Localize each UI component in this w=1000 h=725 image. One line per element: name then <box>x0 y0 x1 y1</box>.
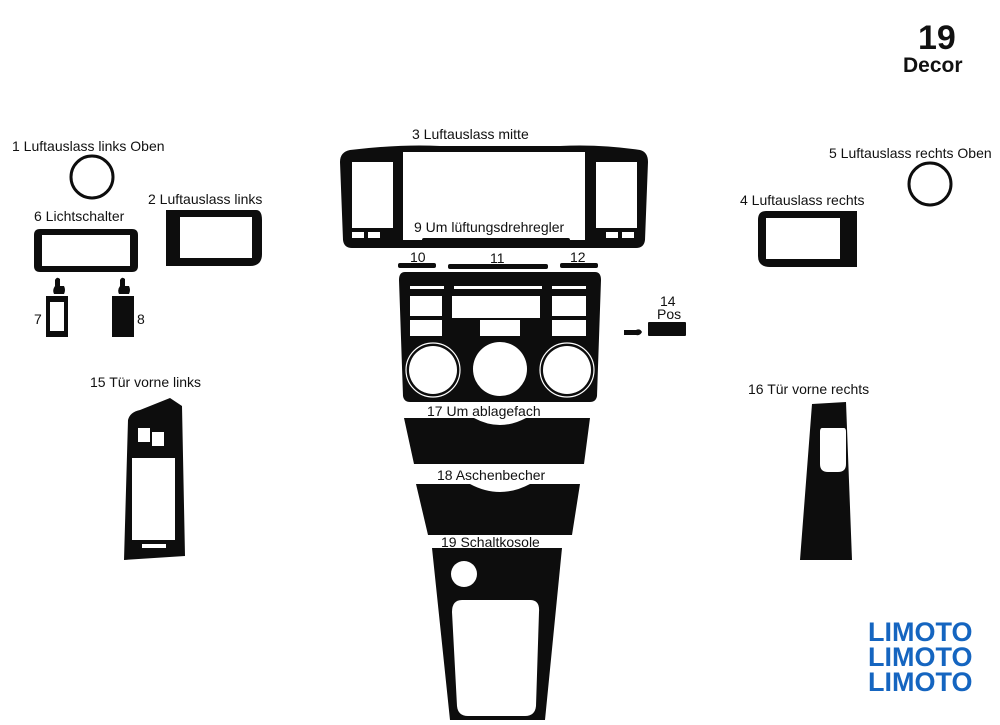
brand-line-2: LIMOTO <box>868 642 973 672</box>
piece-11-strip <box>448 264 548 269</box>
piece-2-vent-left-slat-1 <box>170 222 176 230</box>
piece-8-hand-icon <box>118 277 130 294</box>
piece-17-storage-surround <box>404 418 590 464</box>
label-part-16: 16 Tür vorne rechts <box>748 381 870 397</box>
piece-18-ashtray <box>416 484 580 535</box>
piece-4-vent-right-slat-3 <box>844 246 850 254</box>
label-part-11: 11 <box>490 250 505 266</box>
label-part-14-pos: Pos <box>657 306 682 322</box>
piece-15-door-front-left-handle <box>142 544 166 548</box>
piece-6-light-switch-frame <box>34 229 138 272</box>
piece-19-gear-console-button <box>451 561 477 587</box>
piece-13-top-line-right <box>552 286 586 289</box>
label-part-19: 19 Schaltkosole <box>441 534 540 550</box>
kit-label: Decor <box>903 54 963 77</box>
label-part-5: 5 Luftauslass rechts Oben <box>829 145 992 161</box>
piece-2-vent-left-slat-2 <box>170 234 176 242</box>
piece-3-vent-center-slot-left-2 <box>368 232 380 238</box>
label-part-15: 15 Tür vorne links <box>90 374 202 390</box>
piece-13-top-line-mid <box>454 286 542 289</box>
piece-13-knob-right <box>543 346 591 394</box>
piece-4-vent-right-slat-1 <box>844 222 850 230</box>
label-part-17: 17 Um ablagefach <box>427 403 541 419</box>
piece-13-knob-right-ring <box>539 342 595 398</box>
piece-7-hand-icon <box>53 277 65 294</box>
piece-5-vent-right-top-ring <box>907 161 953 207</box>
piece-2-vent-left-slat-3 <box>170 246 176 254</box>
piece-4-vent-right-frame <box>758 211 857 267</box>
label-part-4: 4 Luftauslass rechts <box>740 192 865 208</box>
piece-13-top-line-left <box>410 286 444 289</box>
piece-10-strip <box>398 263 436 268</box>
label-part-2: 2 Luftauslass links <box>148 191 263 207</box>
label-part-1: 1 Luftauslass links Oben <box>12 138 165 154</box>
piece-7-switch <box>46 296 68 337</box>
label-part-8: 8 <box>137 311 145 327</box>
piece-14-hand-icon <box>624 329 642 336</box>
piece-4-vent-right-slat-2 <box>844 234 850 242</box>
piece-2-vent-left-frame <box>166 210 262 266</box>
label-part-14: 14 <box>660 293 676 309</box>
label-part-6: 6 Lichtschalter <box>34 208 125 224</box>
piece-13-knob-left <box>409 346 457 394</box>
piece-13-knob-center <box>473 342 527 396</box>
label-part-3: 3 Luftauslass mitte <box>412 126 529 142</box>
piece-19-gear-console <box>432 548 562 720</box>
label-part-9: 9 Um lüftungsdrehregler <box>414 219 565 235</box>
label-part-10: 10 <box>410 249 426 265</box>
piece-15-door-front-left <box>124 398 185 560</box>
piece-8-switch <box>112 296 134 337</box>
piece-14-pos-plate <box>648 322 686 336</box>
piece-1-vent-left-top-ring <box>69 154 115 200</box>
brand-line-1: LIMOTO <box>868 617 973 647</box>
label-part-7: 7 <box>34 311 42 327</box>
label-part-18: 18 Aschenbecher <box>437 467 546 483</box>
label-part-12: 12 <box>570 249 586 265</box>
piece-13-knob-left-ring <box>405 342 461 398</box>
piece-12-strip <box>560 263 598 268</box>
piece-3-vent-center-slot-left-1 <box>352 232 364 238</box>
piece-3-vent-center-slot-right-2 <box>622 232 634 238</box>
piece-count: 19 <box>918 19 956 57</box>
piece-16-door-front-right <box>800 402 852 560</box>
piece-3-vent-center-slot-right-1 <box>606 232 618 238</box>
piece-9-vent-knob-strip <box>422 238 570 244</box>
brand-line-3: LIMOTO <box>868 667 973 697</box>
